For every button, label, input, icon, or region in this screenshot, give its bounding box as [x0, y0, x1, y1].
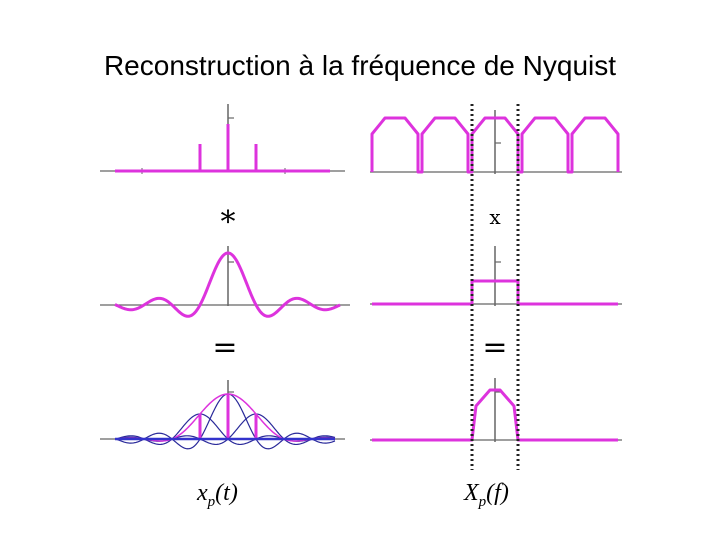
left-row2-sinc: [100, 246, 350, 318]
multiplication-symbol: x: [489, 205, 501, 229]
equals-symbol-right: =: [482, 330, 507, 365]
convolution-symbol: *: [221, 205, 236, 240]
right-row1-periodic-spectrum: [370, 110, 622, 174]
sinc-curve: [114, 251, 341, 318]
caption-time-domain: xp(t): [196, 480, 238, 510]
caption-freq-sub: p: [478, 494, 487, 510]
rect-window-curve: [372, 279, 618, 306]
caption-time-sub: p: [207, 494, 216, 510]
right-row3-reconstructed-spectrum: [370, 378, 622, 442]
slide-title: Reconstruction à la fréquence de Nyquist: [103, 50, 617, 81]
caption-time-base: x: [196, 480, 208, 506]
caption-freq-base: X: [463, 480, 480, 506]
caption-freq-arg: (f): [486, 480, 509, 506]
caption-time-arg: (t): [215, 480, 238, 506]
periodic-spectrum-curve: [370, 116, 620, 174]
left-row3-sinc-sum: [100, 380, 345, 450]
right-row2-rect-window: [370, 246, 622, 306]
caption-frequency-domain: Xp(f): [463, 480, 509, 510]
left-row1-impulse-train: [100, 104, 345, 174]
equals-symbol-left: =: [212, 330, 237, 365]
